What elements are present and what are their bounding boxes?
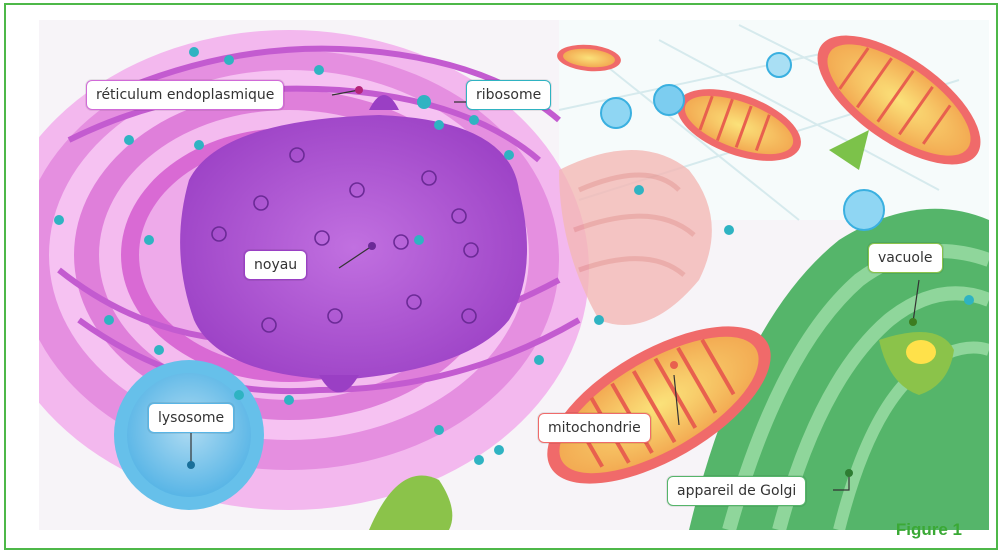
label-lysosome: lysosome <box>148 403 234 433</box>
label-appareil-de-golgi: appareil de Golgi <box>667 476 806 506</box>
label-noyau: noyau <box>244 250 307 280</box>
figure-frame: réticulum endoplasmique ribosome noyau v… <box>4 3 998 550</box>
figure-caption: Figure 1 <box>896 520 962 540</box>
label-ribosome: ribosome <box>466 80 551 110</box>
label-reticulum-endoplasmique: réticulum endoplasmique <box>86 80 284 110</box>
lysosome <box>114 360 264 510</box>
label-vacuole: vacuole <box>868 243 943 273</box>
label-mitochondrie: mitochondrie <box>538 413 651 443</box>
